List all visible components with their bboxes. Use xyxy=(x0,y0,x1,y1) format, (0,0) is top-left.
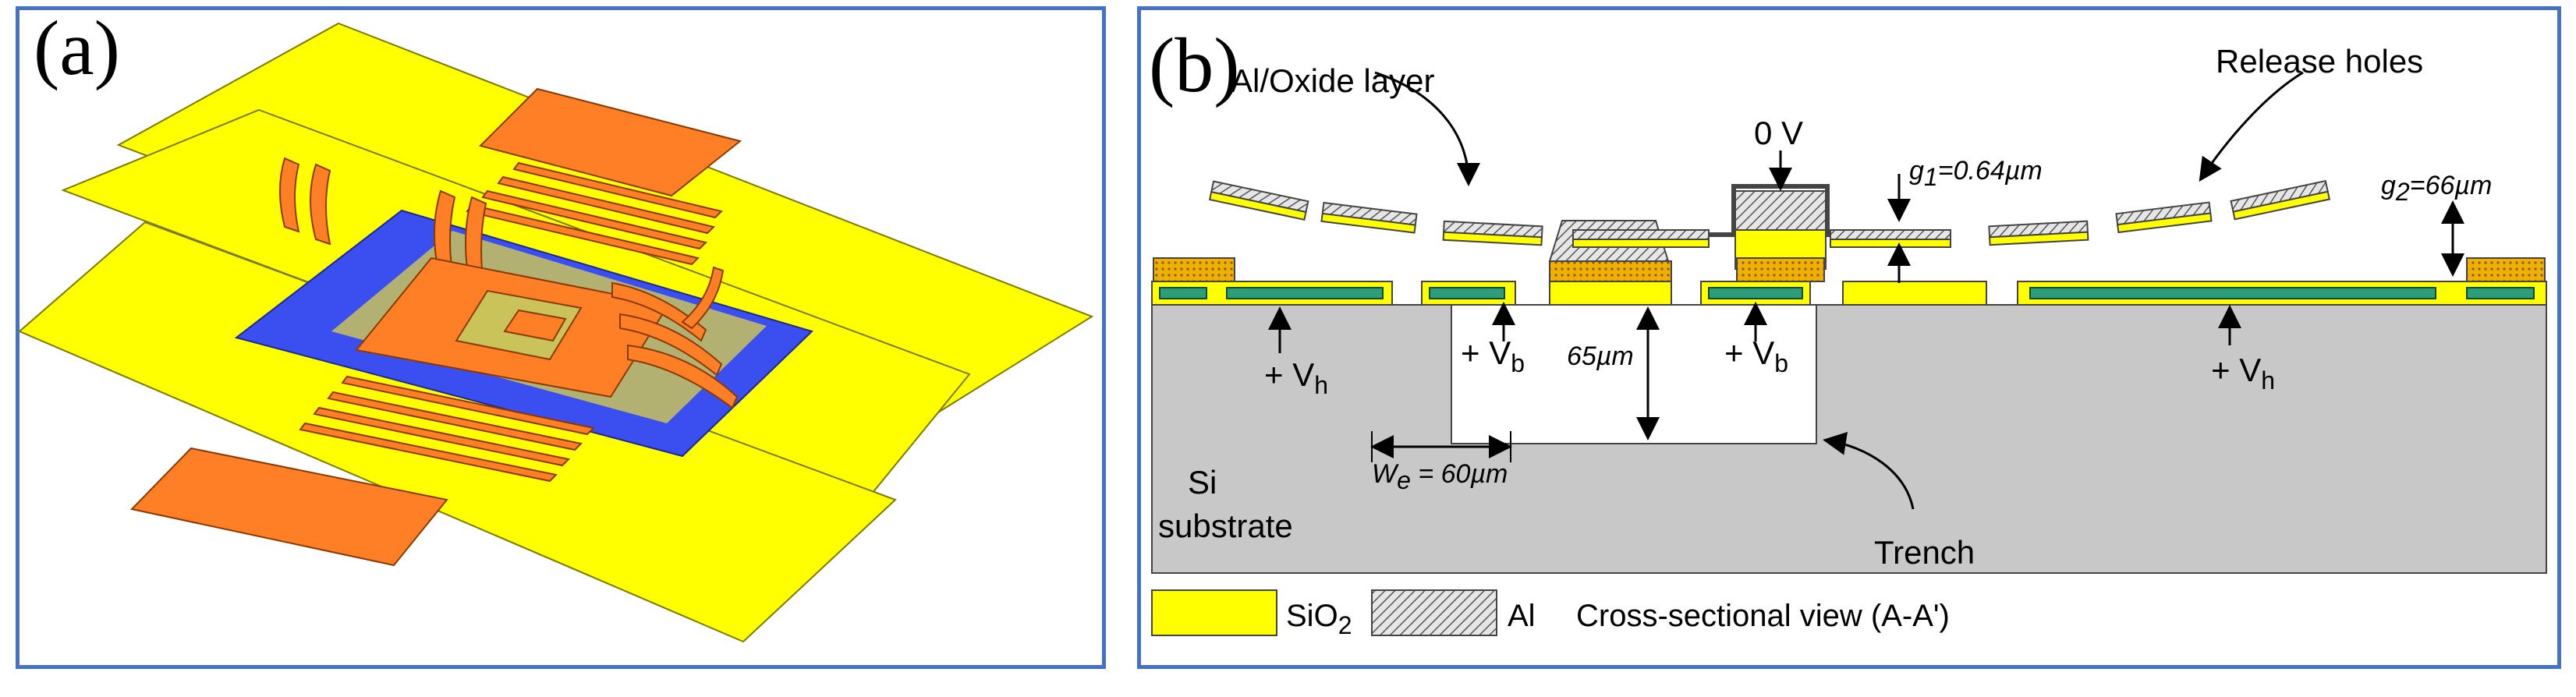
dim-depth: 65µm xyxy=(1567,341,1634,371)
legend-view-caption: Cross-sectional view (A-A') xyxy=(1576,599,1950,633)
si-substrate xyxy=(1151,304,2547,574)
center-membrane xyxy=(1709,184,1830,282)
heater-electrodes xyxy=(1159,287,2535,299)
comb-springs-top xyxy=(466,161,723,266)
voltage-vh-right: + Vh xyxy=(2211,352,2275,394)
comb-springs-bottom xyxy=(299,375,596,483)
voltage-vb-left: + Vb xyxy=(1461,334,1525,377)
cross-section-diagram: (b) Al/Oxide layer Release holes 0 V Tre… xyxy=(1149,22,2547,639)
panel-a: (a) xyxy=(16,6,1106,669)
anchor-pad-bottom xyxy=(130,447,448,567)
legend-label-al: Al xyxy=(1508,599,1536,633)
panel-b: (b) Al/Oxide layer Release holes 0 V Tre… xyxy=(1137,6,2561,669)
substrate-label-line1: Si xyxy=(1188,464,1217,501)
mems-3d-illustration: (a) xyxy=(19,10,1094,643)
proof-mass-cutout xyxy=(503,309,567,342)
legend-swatch-sio2 xyxy=(1151,589,1277,636)
dim-we: We = 60µm xyxy=(1372,459,1508,494)
voltage-vb-right: + Vb xyxy=(1724,334,1788,377)
center-anchor xyxy=(1549,260,1672,282)
callout-trench: Trench xyxy=(1874,534,1975,571)
anchor-pad-top xyxy=(479,87,742,197)
callout-zero-v: 0 V xyxy=(1754,115,1803,151)
panel-a-label: (a) xyxy=(34,10,120,91)
trench xyxy=(1451,304,1817,444)
anchor-right xyxy=(2466,257,2546,282)
curved-cantilevers-right xyxy=(611,266,739,409)
voltage-vh-left: + Vh xyxy=(1264,356,1328,399)
membrane-segments xyxy=(1208,179,2331,248)
callout-al-oxide: Al/Oxide layer xyxy=(1231,62,1434,99)
substrate-label-line2: substrate xyxy=(1158,508,1293,544)
legend-swatch-al xyxy=(1371,589,1497,636)
dim-g1: g1=0.64µm xyxy=(1909,156,2043,191)
anchor-left xyxy=(1153,257,1235,282)
panel-b-label: (b) xyxy=(1149,22,1240,108)
dim-g2: g2=66µm xyxy=(2381,171,2492,206)
legend: SiO2 Al Cross-sectional view (A-A') xyxy=(1151,589,1950,639)
callout-release-holes: Release holes xyxy=(2216,43,2423,80)
legend-label-sio2: SiO2 xyxy=(1286,599,1352,639)
